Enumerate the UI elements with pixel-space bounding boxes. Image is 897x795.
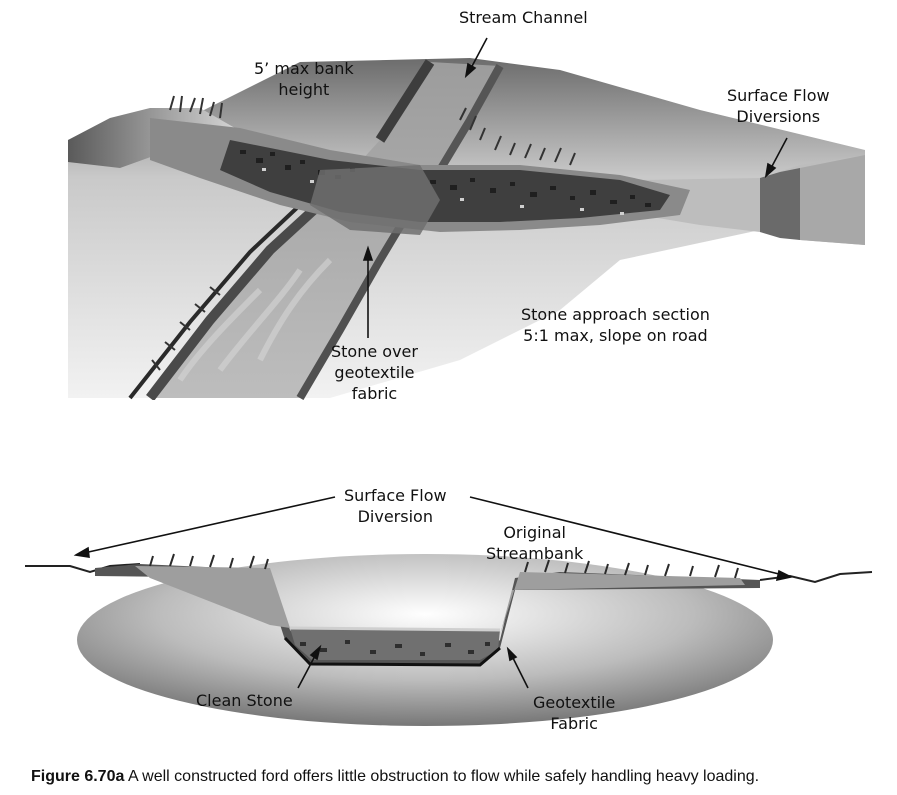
stone-approach-road <box>150 118 690 235</box>
label-geotextile-fabric: Geotextile Fabric <box>533 693 616 733</box>
caption-text: A well constructed ford offers little ob… <box>124 768 760 785</box>
figure-number: Figure 6.70a <box>31 768 125 785</box>
label-original-streambank: Original Streambank <box>486 523 584 563</box>
stream-channel <box>128 59 504 400</box>
label-surface-flow-diversions: Surface Flow Diversions <box>727 86 830 126</box>
bank-grass <box>149 553 739 579</box>
label-stone-over-fabric: Stone over geotextile fabric <box>331 342 418 403</box>
ford-plan-illustration <box>68 37 865 400</box>
leader-lines <box>362 37 788 338</box>
diversion-arrows <box>73 496 794 689</box>
figure-caption: Figure 6.70a A well constructed ford off… <box>31 768 759 786</box>
label-stone-approach: Stone approach section 5:1 max, slope on… <box>521 305 710 345</box>
label-surface-flow-diversion: Surface Flow Diversion <box>344 486 447 526</box>
label-bank-height: 5’ max bank height <box>254 59 354 99</box>
channel-section <box>95 564 760 667</box>
label-stream-channel: Stream Channel <box>459 8 588 27</box>
grass-tufts <box>151 95 576 371</box>
label-clean-stone: Clean Stone <box>196 691 293 710</box>
